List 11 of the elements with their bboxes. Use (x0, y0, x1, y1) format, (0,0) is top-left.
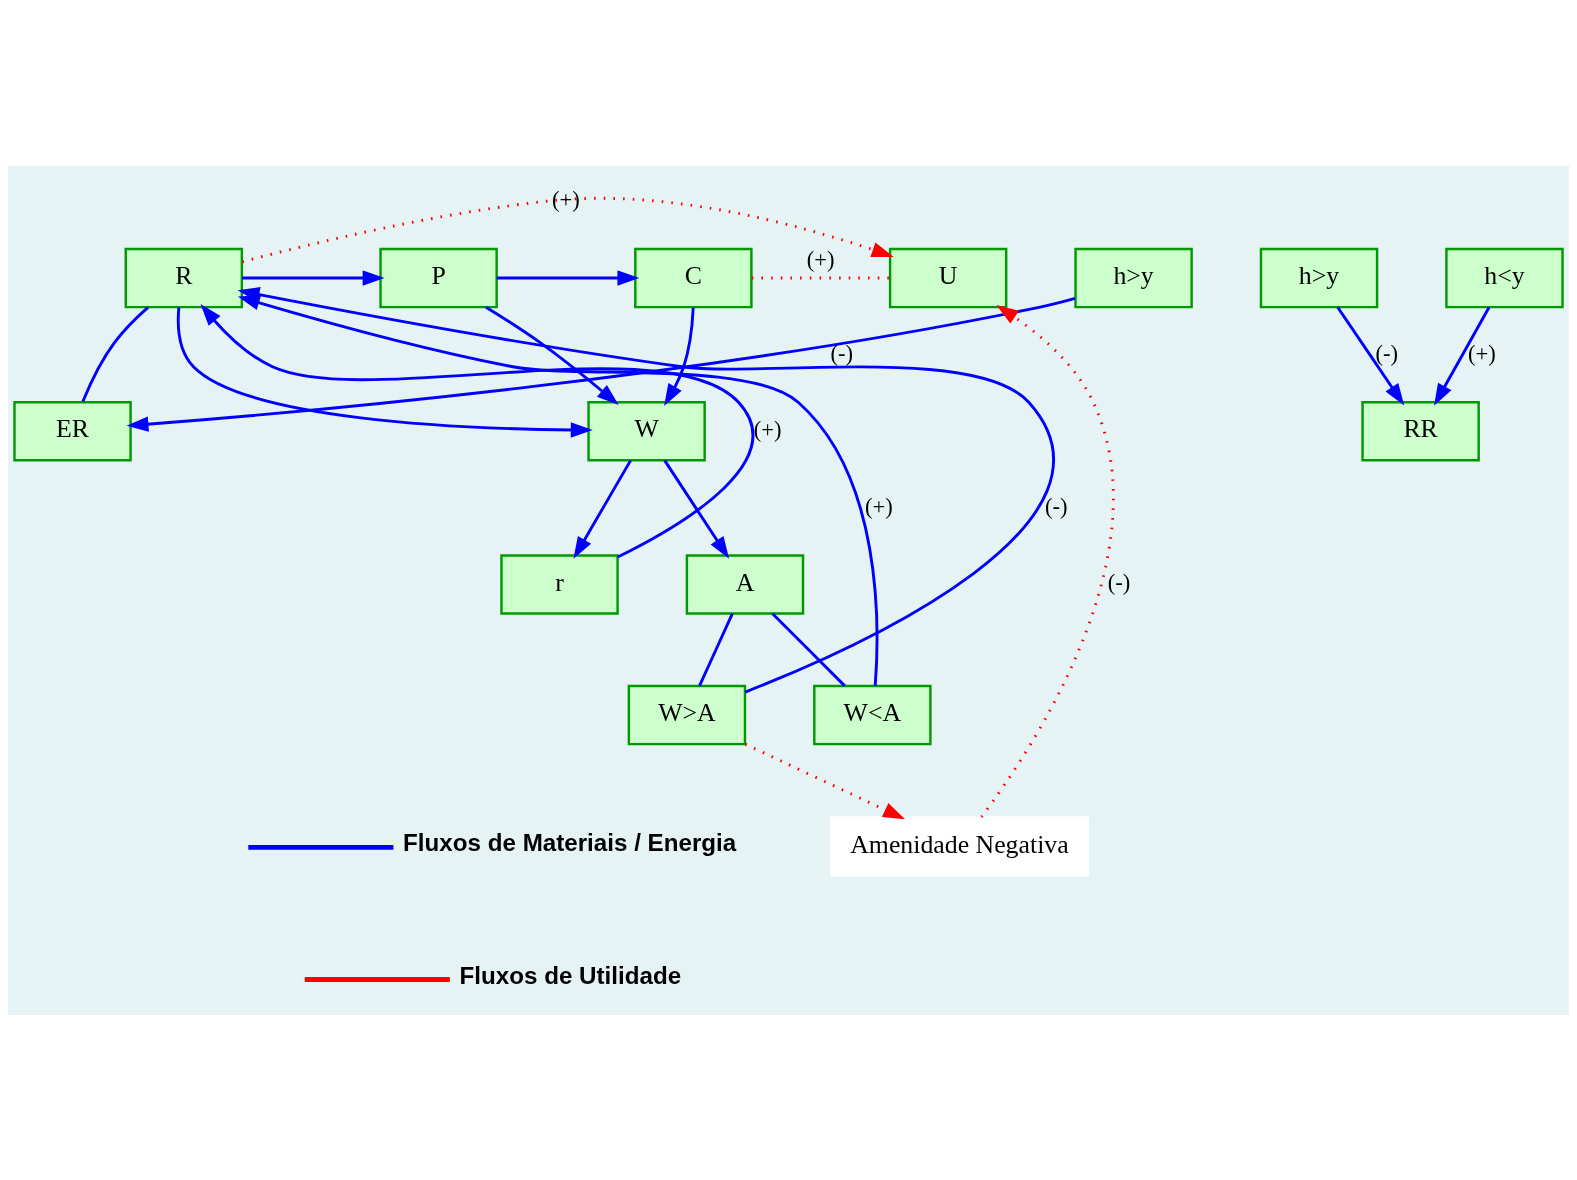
edge-label: (+) (1468, 340, 1496, 366)
edge-label: (-) (1375, 340, 1399, 366)
legend-label: Fluxos de Utilidade (459, 961, 682, 989)
edge-label: (+) (552, 186, 580, 212)
legend-label: Fluxos de Materiais / Energia (403, 828, 737, 856)
edge-label: (-) (830, 340, 853, 366)
edge-label: (+) (753, 416, 782, 442)
edge-label: (+) (806, 246, 835, 272)
edge-label: (-) (1044, 493, 1068, 519)
edge-label: (-) (1107, 569, 1131, 595)
edge-label: (+) (864, 493, 893, 519)
